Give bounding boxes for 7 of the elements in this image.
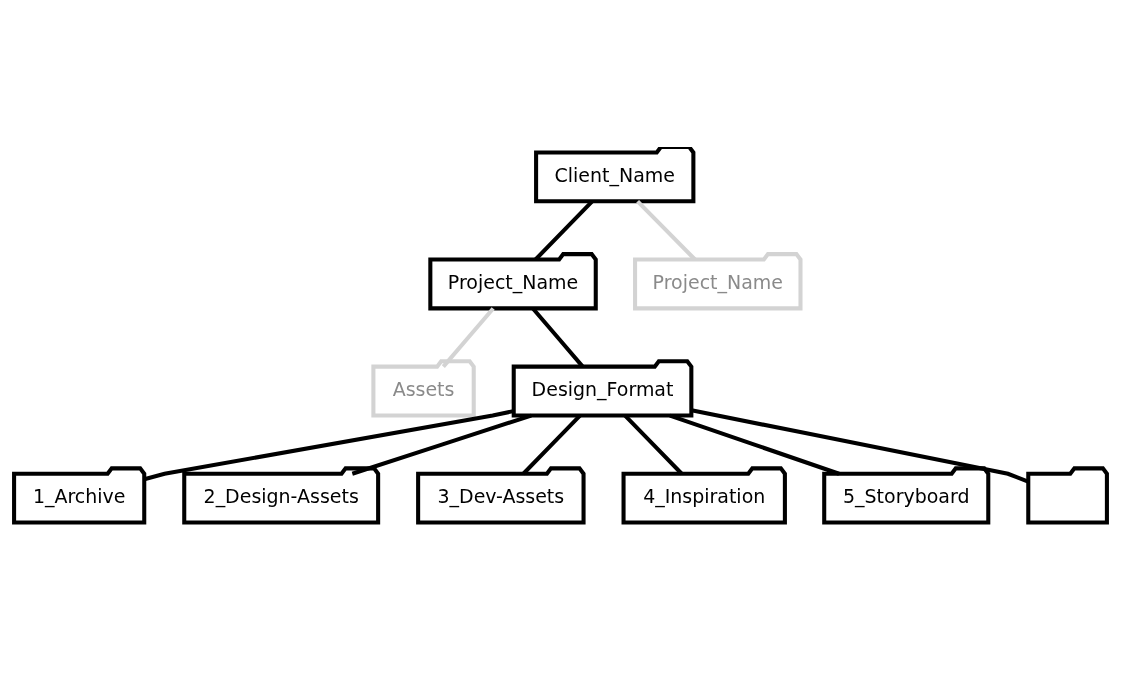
connector [636,199,697,261]
node-folder [1026,465,1109,525]
connector [351,413,532,476]
connector [691,407,1029,483]
connector [669,413,840,476]
connector [441,306,495,368]
connector [143,408,514,481]
